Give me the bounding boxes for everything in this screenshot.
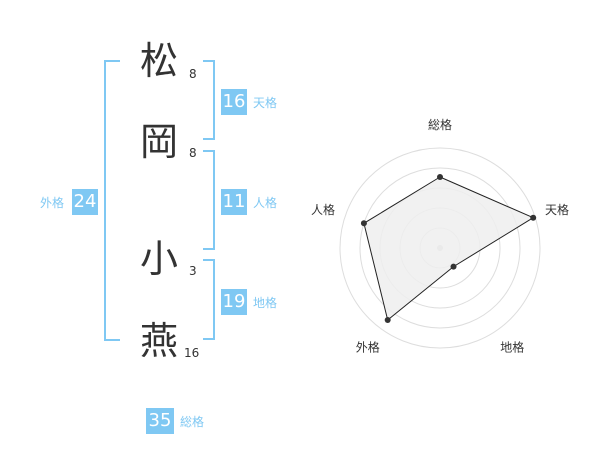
radar-axis-label: 外格 xyxy=(356,340,380,355)
chikaku-bracket xyxy=(203,259,215,340)
stroke-count-3: 3 xyxy=(189,264,197,278)
gaikaku-label: 外格 xyxy=(40,196,65,210)
radar-ring xyxy=(359,167,521,329)
stroke-count-2: 8 xyxy=(189,146,197,160)
chikaku-label: 地格 xyxy=(253,296,278,310)
stroke-count-1: 8 xyxy=(189,67,197,81)
radar-area xyxy=(363,176,535,321)
radar-point xyxy=(437,174,443,180)
tenkaku-label: 天格 xyxy=(253,96,278,110)
name-char-3: 小 xyxy=(140,237,179,281)
radar-axis-label: 天格 xyxy=(545,202,569,217)
radar-axis-label: 地格 xyxy=(500,340,524,355)
soukaku-label: 総格 xyxy=(180,415,205,429)
chikaku-value: 19 xyxy=(221,289,247,315)
radar-point xyxy=(530,214,537,221)
name-char-4: 燕 xyxy=(140,319,179,363)
soukaku-value: 35 xyxy=(146,408,174,434)
jinkaku-label: 人格 xyxy=(253,196,278,210)
stroke-count-4: 16 xyxy=(184,346,200,360)
radar-point xyxy=(360,220,367,227)
jinkaku-value: 11 xyxy=(221,189,247,215)
tenkaku-value: 16 xyxy=(221,89,247,115)
name-char-1: 松 xyxy=(140,39,179,83)
gaikaku-bracket xyxy=(104,60,120,341)
radar-axis-label: 総格 xyxy=(428,117,452,132)
gaikaku-value: 24 xyxy=(72,189,98,215)
tenkaku-bracket xyxy=(203,60,215,140)
radar-point xyxy=(384,317,391,324)
radar-axis-label: 人格 xyxy=(311,202,335,217)
jinkaku-bracket xyxy=(203,150,215,250)
radar-point xyxy=(450,263,457,270)
name-char-2: 岡 xyxy=(140,120,179,164)
